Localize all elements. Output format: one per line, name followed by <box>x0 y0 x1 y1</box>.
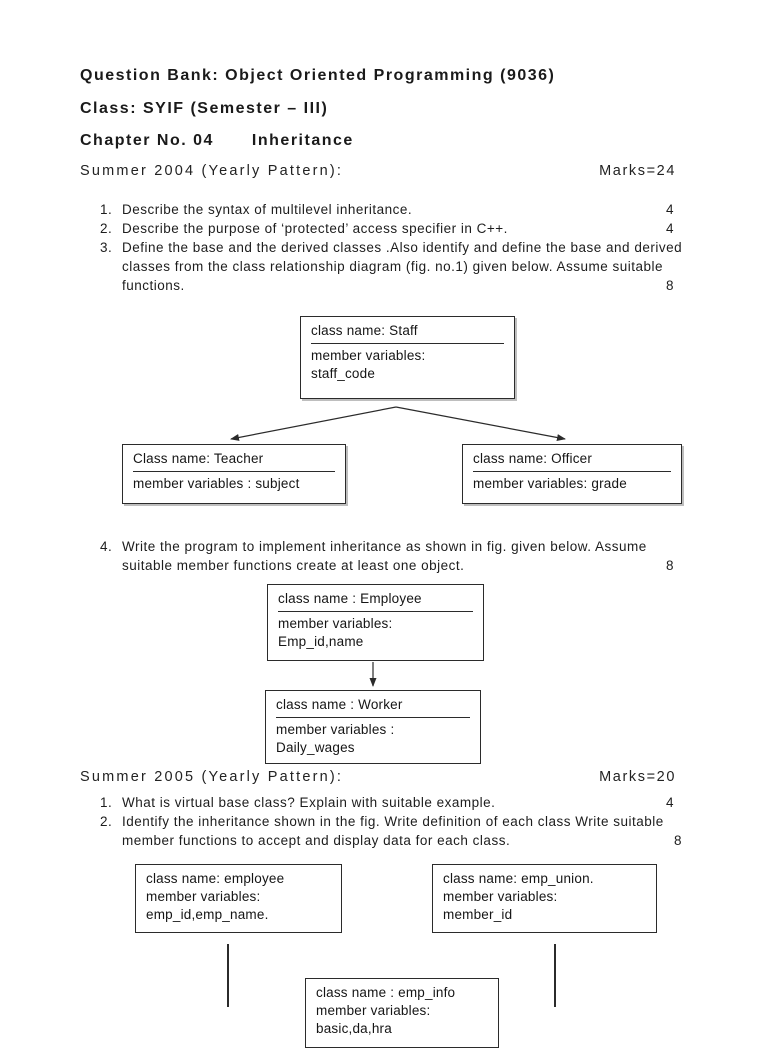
question-number: 3. <box>100 240 113 255</box>
uml-class-title: Class name: Teacher <box>133 450 335 472</box>
question-list-2005: 1. What is virtual base class? Explain w… <box>100 793 692 850</box>
question-marks: 4 <box>665 202 674 217</box>
uml-class-title: class name : Employee <box>278 590 473 612</box>
question-list-2004: 1. Describe the syntax of multilevel inh… <box>100 200 692 295</box>
section-label: Summer 2005 (Yearly Pattern): <box>80 769 344 785</box>
uml-class-box-emp-union: class name: emp_union. member variables:… <box>432 864 657 933</box>
arrow-staff-to-teacher <box>230 406 397 441</box>
section-marks-total: Marks=20 <box>599 769 676 785</box>
inheritance-connector-line-left <box>227 944 229 1007</box>
uml-class-title: class name: Officer <box>473 450 671 472</box>
question-item: 1. Describe the syntax of multilevel inh… <box>100 200 692 219</box>
uml-member-label: member variables : <box>276 722 395 737</box>
question-number: 1. <box>100 795 113 810</box>
uml-class-box-staff: class name: Staff member variables: staf… <box>300 316 515 399</box>
uml-member-value: emp_id,emp_name. <box>146 907 269 922</box>
question-text: Describe the purpose of ‘protected’ acce… <box>122 221 508 236</box>
question-item: 1. What is virtual base class? Explain w… <box>100 793 692 812</box>
document-page: { "page": { "title": "Question Bank: Obj… <box>80 67 692 1048</box>
question-text: Define the base and the derived classes … <box>122 240 683 293</box>
chapter-title: Inheritance <box>251 132 354 149</box>
uml-member-value: Emp_id,name <box>278 634 364 649</box>
question-item: 2. Describe the purpose of ‘protected’ a… <box>100 219 692 238</box>
uml-member-label: member variables: grade <box>473 476 627 491</box>
uml-class-title: class name : Worker <box>276 696 470 718</box>
question-marks: 8 <box>665 278 674 293</box>
uml-class-box-employee: class name : Employee member variables: … <box>267 584 484 661</box>
chapter-line: Chapter No. 04 Inheritance <box>80 131 354 151</box>
question-item: 3. Define the base and the derived class… <box>100 238 692 295</box>
uml-class-title: class name: employee <box>146 871 285 886</box>
uml-class-title: class name: emp_union. <box>443 871 594 886</box>
question-marks: 8 <box>673 833 682 848</box>
question-marks: 4 <box>665 795 674 810</box>
uml-member-value: member_id <box>443 907 513 922</box>
question-list-2004-cont: 4. Write the program to implement inheri… <box>100 537 692 575</box>
question-number: 4. <box>100 539 113 554</box>
uml-class-title: class name: Staff <box>311 322 504 344</box>
uml-member-value: basic,da,hra <box>316 1021 392 1036</box>
uml-class-box-employee2: class name: employee member variables: e… <box>135 864 342 933</box>
uml-class-box-teacher: Class name: Teacher member variables : s… <box>122 444 346 504</box>
inheritance-connector-line-right <box>554 944 556 1007</box>
chapter-number: Chapter No. 04 <box>80 132 214 149</box>
question-marks: 8 <box>665 558 674 573</box>
question-number: 2. <box>100 221 113 236</box>
section-heading-summer-2005: Summer 2005 (Yearly Pattern): Marks=20 <box>80 769 676 785</box>
uml-member-label: member variables: <box>311 348 426 363</box>
question-text: Describe the syntax of multilevel inheri… <box>122 202 413 217</box>
class-line: Class: SYIF (Semester – III) <box>80 100 329 117</box>
uml-member-label: member variables: <box>146 889 261 904</box>
section-marks-total: Marks=24 <box>599 163 676 179</box>
page-title: Question Bank: Object Oriented Programmi… <box>80 67 556 84</box>
question-text: Identify the inheritance shown in the fi… <box>122 814 664 848</box>
uml-class-title: class name : emp_info <box>316 985 456 1000</box>
uml-member-label: member variables : subject <box>133 476 300 491</box>
section-label: Summer 2004 (Yearly Pattern): <box>80 163 344 179</box>
uml-member-value: Daily_wages <box>276 740 355 755</box>
uml-member-label: member variables: <box>316 1003 431 1018</box>
uml-member-value: staff_code <box>311 366 376 381</box>
section-heading-summer-2004: Summer 2004 (Yearly Pattern): Marks=24 <box>80 163 676 179</box>
uml-class-box-emp-info: class name : emp_info member variables: … <box>305 978 499 1048</box>
uml-class-box-officer: class name: Officer member variables: gr… <box>462 444 682 504</box>
question-item: 2. Identify the inheritance shown in the… <box>100 812 710 850</box>
uml-member-label: member variables: <box>278 616 393 631</box>
uml-member-label: member variables: <box>443 889 558 904</box>
question-item: 4. Write the program to implement inheri… <box>100 537 692 575</box>
question-number: 2. <box>100 814 113 829</box>
question-text: Write the program to implement inheritan… <box>122 539 647 573</box>
question-text: What is virtual base class? Explain with… <box>122 795 496 810</box>
arrow-staff-to-officer <box>395 406 566 441</box>
question-number: 1. <box>100 202 113 217</box>
question-marks: 4 <box>665 221 674 236</box>
uml-class-box-worker: class name : Worker member variables : D… <box>265 690 481 764</box>
